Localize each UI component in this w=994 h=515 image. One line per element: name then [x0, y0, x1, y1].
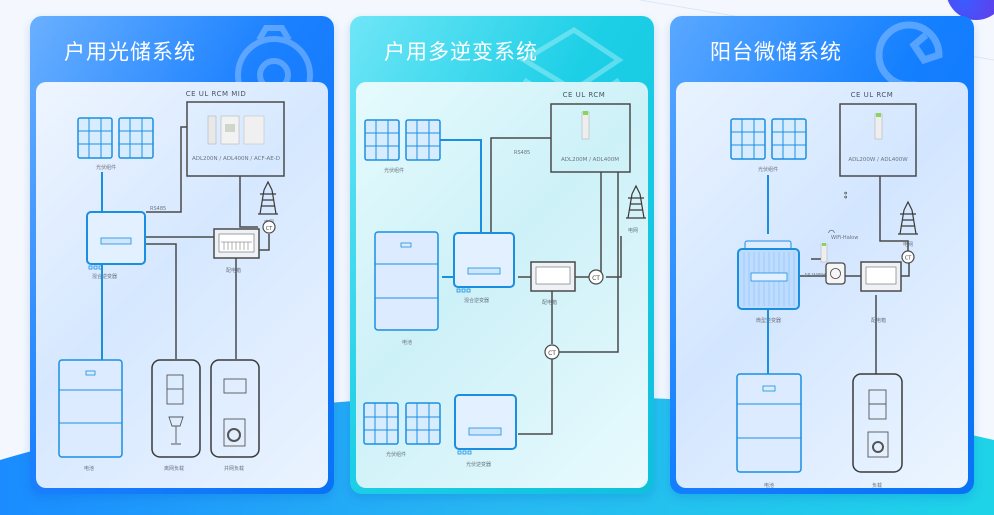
- meter-model-label: ADL200W / ADL400W: [848, 157, 908, 163]
- ct-sensor: [901, 250, 915, 264]
- power-tower-icon: [626, 184, 646, 219]
- power-tower-icon: [258, 180, 278, 215]
- grid-label: 电网: [628, 227, 638, 234]
- battery-icon: [58, 359, 123, 458]
- card-title: 户用光储系统: [64, 40, 196, 64]
- ct1-label: CT: [592, 275, 600, 282]
- meter-box: [839, 103, 917, 177]
- ct-label: CT: [905, 256, 912, 262]
- pv-bottom-label: 光伏组件: [386, 451, 406, 458]
- pv-top-label: 光伏组件: [384, 167, 404, 174]
- rs485-label: RS485: [514, 150, 530, 156]
- pv-inverter-icon: [454, 394, 517, 450]
- cert-label: CE UL RCM MID: [186, 90, 246, 98]
- system-diagram: 光伏组件 CE UL RCM ADL200M / ADL400M RS485 电…: [363, 91, 646, 468]
- ap-label: AP-WiFiHalow: [804, 273, 837, 279]
- battery-icon: [374, 231, 439, 331]
- fridge-icon: [166, 374, 184, 405]
- card-title: 阳台微储系统: [710, 40, 842, 64]
- washing-machine-icon: [223, 418, 246, 447]
- micro-inverter-label: 微型逆变器: [756, 317, 781, 324]
- ct-sensor: [262, 220, 276, 234]
- hybrid-inverter-label: 混合逆变器: [464, 297, 489, 304]
- socket-icon: [825, 262, 846, 285]
- pv-label: 光伏组件: [758, 166, 778, 173]
- washing-machine-icon: [867, 431, 889, 458]
- ct2-label: CT: [548, 350, 556, 357]
- cert-label: CE UL RCM: [563, 91, 606, 99]
- pv-inverter-label: 光伏逆变器: [466, 461, 491, 468]
- micro-inverter-icon: [737, 240, 800, 310]
- lamp-icon: [168, 416, 184, 445]
- ct-label: CT: [266, 226, 273, 232]
- system-diagram: 光伏组件 CE UL RCM ADL200W / ADL400W ⦂ ◠ WiF…: [730, 91, 918, 488]
- fridge-icon: [868, 389, 887, 420]
- inverter-display: [100, 237, 132, 245]
- ongrid-load-box: [210, 359, 260, 458]
- pv-label: 光伏组件: [96, 164, 116, 171]
- ap-dongle-icon: [820, 243, 828, 263]
- ongrid-load-label: 并网负载: [224, 465, 244, 472]
- tv-icon: [223, 378, 247, 394]
- card-home-multi-inverter: 户用多逆变系统 光伏组件 CE UL RCM ADL200M / ADL400M: [350, 16, 654, 494]
- meter-model-label: ADL200M / ADL400M: [561, 157, 619, 163]
- pv-panel-icon: [730, 118, 807, 160]
- meter-device-icon: [207, 115, 265, 145]
- dist-box-label: 配电箱: [226, 267, 241, 274]
- card-balcony-micro-storage: 阳台微储系统 光伏组件 CE UL RCM ADL200W / ADL400W …: [670, 16, 974, 494]
- battery-icon: [736, 373, 802, 473]
- load-box: [852, 373, 903, 473]
- dist-box-label: 配电箱: [871, 317, 886, 324]
- battery-label: 电池: [84, 465, 94, 472]
- dist-box-label: 配电箱: [542, 299, 557, 306]
- power-tower-icon: [898, 200, 918, 235]
- diagram-panel: 光伏组件 CE UL RCM MID ADL200N / ADL400N / A…: [36, 82, 328, 488]
- system-diagram: 光伏组件 CE UL RCM MID ADL200N / ADL400N / A…: [58, 90, 285, 472]
- battery-label: 电池: [402, 339, 412, 346]
- rs485-label: RS485: [150, 206, 166, 212]
- wifi-signal-icon: ⦂: [844, 188, 847, 201]
- wifi-icon: ◠: [828, 228, 835, 237]
- battery-label: 电池: [764, 482, 774, 488]
- meter-device-icon: [874, 113, 883, 140]
- pv-panel-icon: [364, 119, 441, 161]
- diagram-panel: 光伏组件 CE UL RCM ADL200W / ADL400W ⦂ ◠ WiF…: [676, 82, 968, 488]
- offgrid-load-label: 离网负载: [164, 465, 184, 472]
- hybrid-inverter-icon: [453, 232, 515, 288]
- card-home-pv-storage: 户用光储系统 光伏组件 CE UL RCM MID ADL200N / ADL4…: [30, 16, 334, 494]
- meter-device-icon: [581, 111, 590, 140]
- wrench-icon: [875, 21, 943, 118]
- ct-sensor: [544, 344, 560, 360]
- pv-panel-icon: [363, 402, 441, 445]
- meter-model-label: ADL200N / ADL400N / ACF-AE-D: [192, 156, 280, 162]
- grid-label: 电网: [903, 241, 913, 248]
- pv-panel-icon: [77, 117, 154, 159]
- diagram-panel: 光伏组件 CE UL RCM ADL200M / ADL400M RS485 电…: [356, 82, 648, 488]
- inverter-label: 混合逆变器: [92, 273, 117, 280]
- card-title: 户用多逆变系统: [384, 40, 538, 64]
- meter-box: [186, 101, 285, 177]
- cert-label: CE UL RCM: [851, 91, 894, 99]
- offgrid-load-box: [151, 359, 201, 458]
- ct-sensor: [588, 269, 604, 285]
- load-label: 负载: [872, 482, 882, 488]
- wifi-label: WiFi-Halow: [831, 235, 858, 241]
